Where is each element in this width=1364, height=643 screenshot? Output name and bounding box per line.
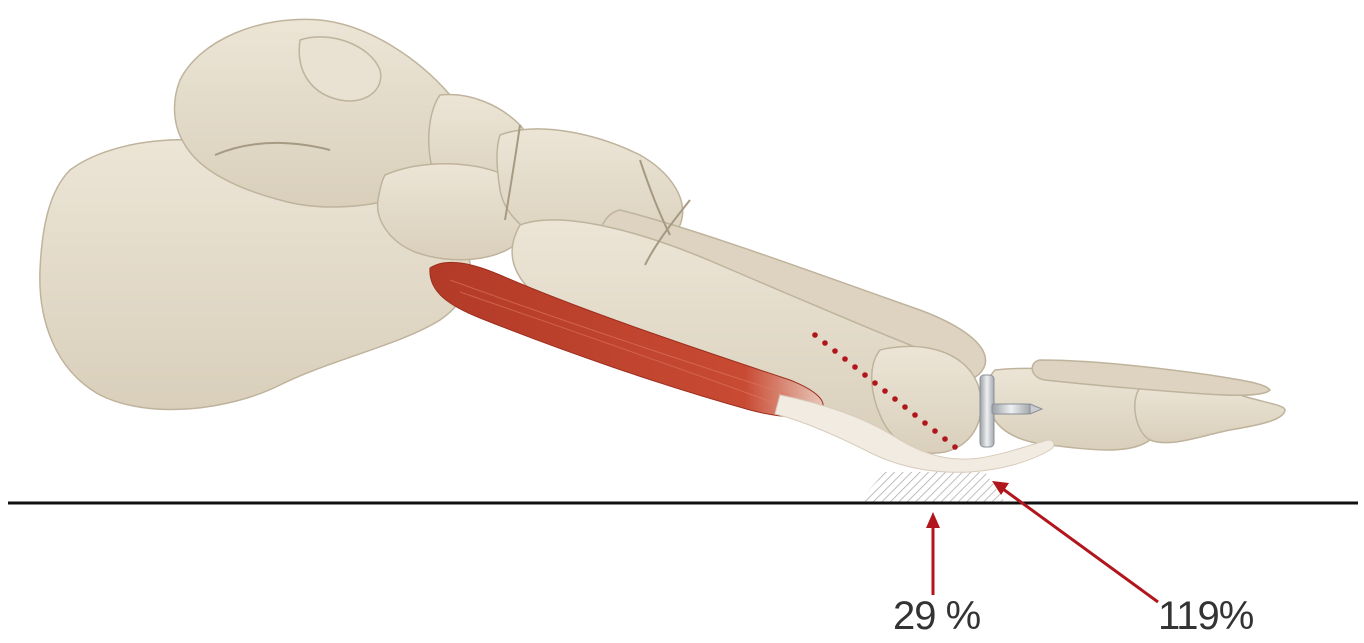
arrow-119-percent (992, 481, 1158, 602)
implant-stem (992, 404, 1030, 414)
foot-skeleton (40, 19, 1285, 453)
contact-zone-hatch (858, 472, 1005, 502)
label-29-percent: 29 % (893, 596, 980, 636)
arrow-29-percent (926, 512, 940, 595)
label-119-percent: 119% (1158, 596, 1253, 636)
